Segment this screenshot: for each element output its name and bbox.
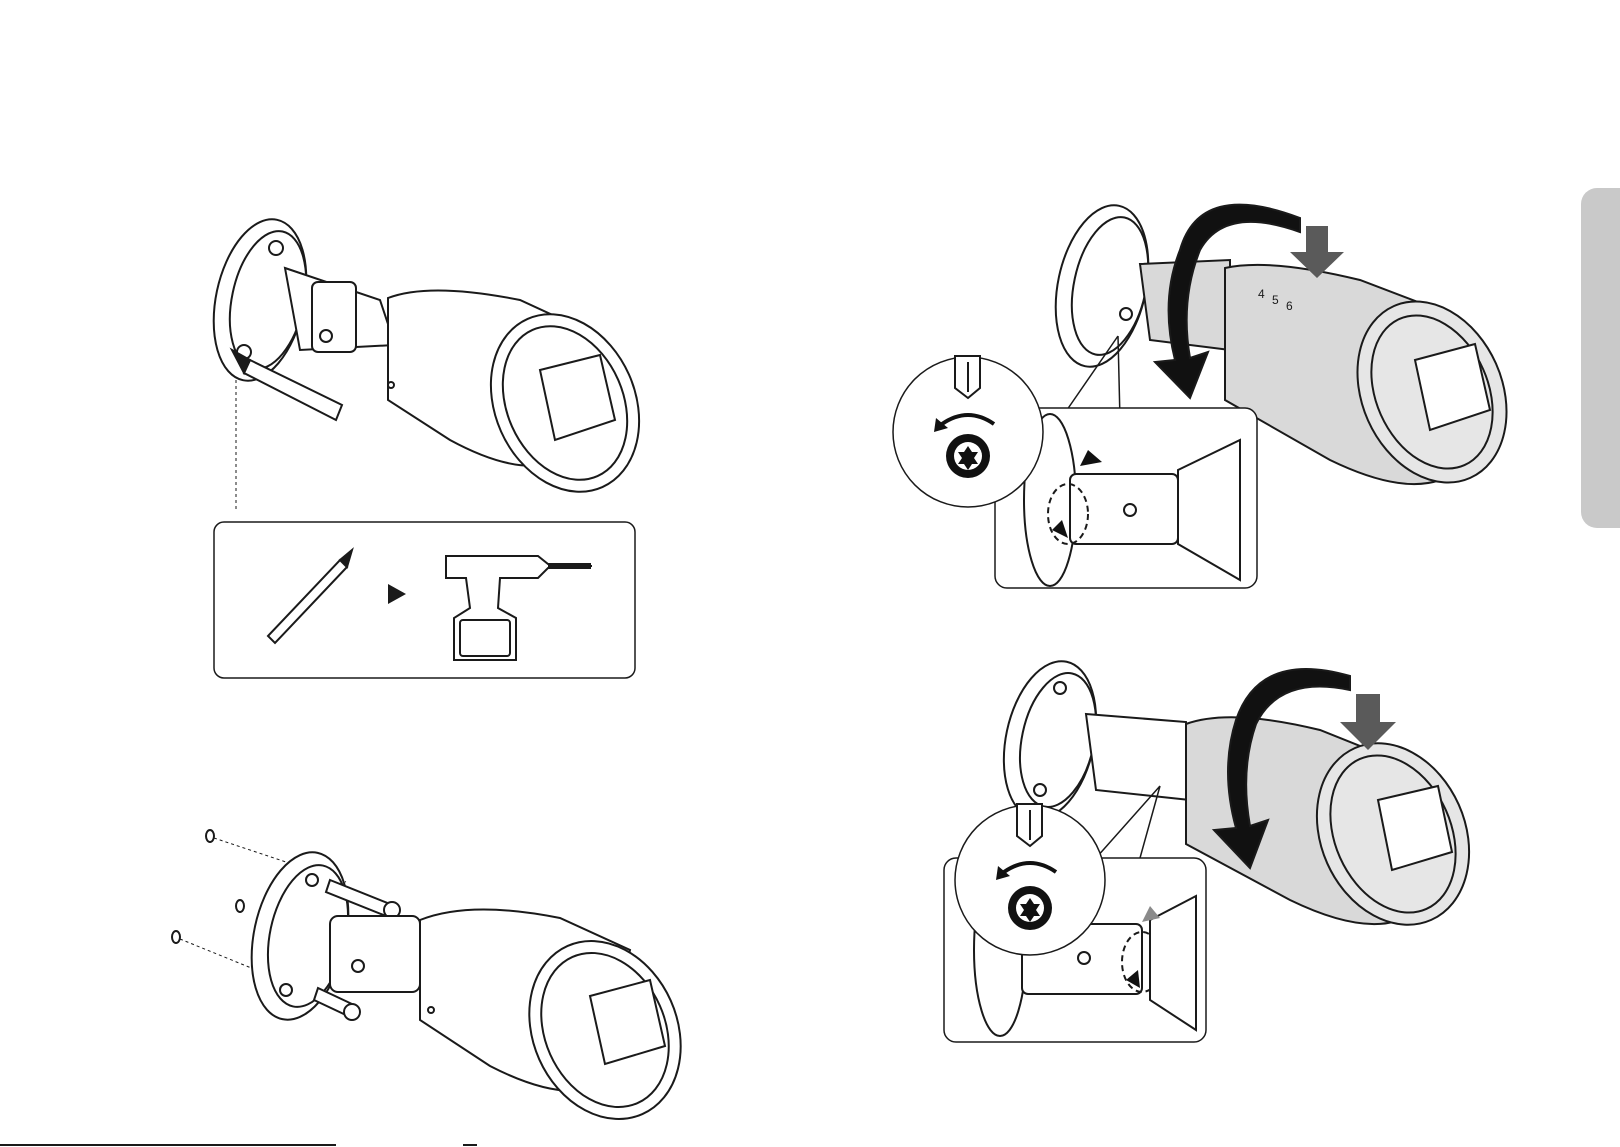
figure-mark-holes [200,211,666,516]
figure-screw-mount [172,830,708,1143]
svg-text:4: 4 [1258,287,1265,301]
svg-text:6: 6 [1286,299,1293,313]
svg-text:5: 5 [1272,293,1279,307]
torx-star-icon [946,434,990,478]
torx-screwdriver-icon [1017,804,1042,846]
torx-star-icon [1008,886,1052,930]
wall-plug [236,900,244,912]
torx-screwdriver-icon [955,356,980,398]
zoom-detail-unlock [893,336,1257,588]
mark-and-drill-callout [214,522,635,678]
wall-plug [206,830,214,842]
zoom-detail-lock [944,786,1206,1042]
wall-plug [172,931,180,943]
